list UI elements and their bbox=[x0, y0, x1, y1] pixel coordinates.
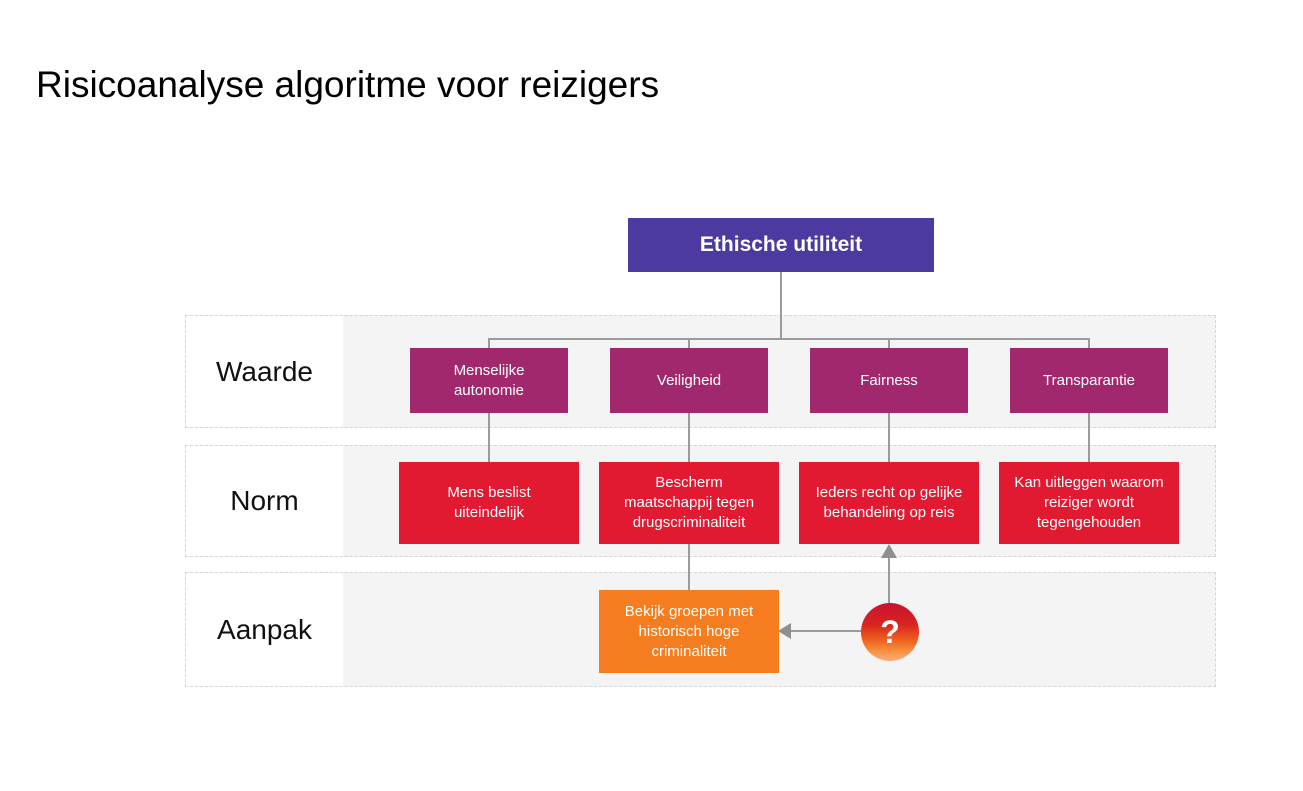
node-kan-uitleggen-label: Kan uitleggen waarom reiziger wordt tege… bbox=[1014, 474, 1164, 531]
row-label-waarde: Waarde bbox=[215, 355, 313, 387]
connector-badge-up-line bbox=[888, 557, 890, 605]
node-veiligheid-label: Veiligheid bbox=[656, 371, 722, 389]
node-bekijk-groepen-label: Bekijk groepen met historisch hoge crimi… bbox=[624, 602, 754, 660]
node-menselijke-autonomie: Menselijke autonomie bbox=[410, 348, 568, 413]
node-veiligheid: Veiligheid bbox=[610, 348, 768, 413]
question-badge: ? bbox=[861, 603, 919, 661]
connector-drop-waarde-2 bbox=[688, 338, 690, 350]
row-waarde-label-area: Waarde bbox=[186, 316, 343, 427]
node-ieders-recht: Ieders recht op gelijke behandeling op r… bbox=[799, 462, 979, 544]
node-ethische-utiliteit-label: Ethische utiliteit bbox=[699, 233, 863, 256]
connector-drop-waarde-4 bbox=[1088, 338, 1090, 350]
connector-norm-aanpak bbox=[688, 544, 690, 590]
connector-root-stem bbox=[780, 272, 782, 338]
node-transparantie-label: Transparantie bbox=[1043, 371, 1135, 389]
connector-waarde-norm-3 bbox=[888, 413, 890, 462]
connector-root-crossbar bbox=[489, 338, 1090, 340]
node-mens-beslist: Mens beslist uiteindelijk bbox=[399, 462, 579, 544]
row-aanpak-label-area: Aanpak bbox=[186, 573, 343, 686]
page-title: Risicoanalyse algoritme voor reizigers bbox=[36, 64, 660, 105]
node-ieders-recht-label: Ieders recht op gelijke behandeling op r… bbox=[815, 484, 963, 521]
connector-badge-left-line bbox=[790, 630, 862, 632]
node-fairness: Fairness bbox=[810, 348, 968, 413]
question-mark-icon: ? bbox=[880, 613, 900, 650]
node-menselijke-autonomie-label: Menselijke autonomie bbox=[453, 361, 525, 399]
connector-waarde-norm-1 bbox=[488, 413, 490, 462]
node-mens-beslist-label: Mens beslist uiteindelijk bbox=[447, 484, 531, 521]
node-bescherm-maatschappij-label: Bescherm maatschappij tegen drugscrimina… bbox=[623, 474, 755, 531]
row-label-norm: Norm bbox=[230, 485, 299, 516]
node-bekijk-groepen: Bekijk groepen met historisch hoge crimi… bbox=[599, 590, 779, 673]
arrow-up-icon bbox=[881, 544, 897, 558]
connector-drop-waarde-3 bbox=[888, 338, 890, 350]
connector-waarde-norm-4 bbox=[1088, 413, 1090, 462]
node-ethische-utiliteit: Ethische utiliteit bbox=[628, 218, 934, 272]
arrow-left-icon bbox=[778, 623, 791, 639]
node-transparantie: Transparantie bbox=[1010, 348, 1168, 413]
row-label-aanpak: Aanpak bbox=[217, 613, 312, 645]
row-norm-label-area: Norm bbox=[186, 446, 343, 556]
connector-waarde-norm-2 bbox=[688, 413, 690, 462]
node-kan-uitleggen: Kan uitleggen waarom reiziger wordt tege… bbox=[999, 462, 1179, 544]
connector-drop-waarde-1 bbox=[488, 338, 490, 350]
node-bescherm-maatschappij: Bescherm maatschappij tegen drugscrimina… bbox=[599, 462, 779, 544]
node-fairness-label: Fairness bbox=[860, 371, 918, 389]
